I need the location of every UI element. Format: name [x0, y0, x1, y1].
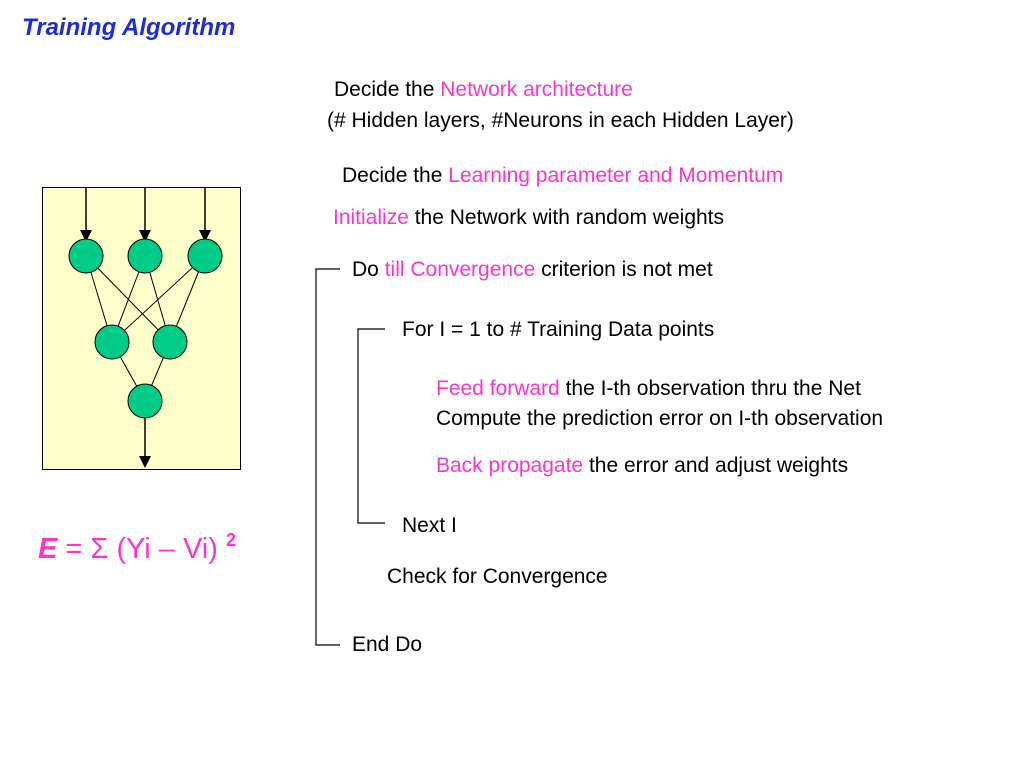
- step-text: the Network with random weights: [408, 206, 725, 229]
- step-text: the error and adjust weights: [583, 454, 849, 477]
- step-learning-parameter: Decide the Learning parameter and Moment…: [342, 164, 783, 188]
- step-compute-error: Compute the prediction error on I-th obs…: [436, 407, 884, 430]
- step-do-loop: Do till Convergence criterion is not met: [352, 258, 713, 282]
- network-diagram-panel: [42, 187, 241, 470]
- step-text: Decide the: [342, 164, 449, 187]
- step-check-convergence: Check for Convergence: [387, 565, 608, 588]
- error-formula: E = Σ (Yi – Vi) 2: [38, 530, 236, 566]
- step-highlight: Network architecture: [440, 78, 633, 101]
- formula-body: = Σ (Yi – Vi): [57, 533, 226, 565]
- step-highlight: till Convergence: [384, 258, 536, 281]
- step-next-i: Next I: [402, 514, 457, 537]
- page-title: Training Algorithm: [22, 14, 236, 41]
- step-highlight: Feed forward: [436, 377, 560, 400]
- step-end-do: End Do: [352, 633, 423, 656]
- step-highlight: Learning parameter and Momentum: [448, 164, 784, 187]
- step-network-architecture-note: (# Hidden layers, #Neurons in each Hidde…: [327, 109, 794, 132]
- step-text: the I-th observation thru the Net: [559, 377, 861, 400]
- for-loop-bracket: [357, 328, 385, 524]
- step-text: criterion is not met: [535, 258, 713, 281]
- formula-power: 2: [225, 530, 236, 550]
- do-loop-bracket: [315, 268, 340, 646]
- step-network-architecture: Decide the Network architecture: [334, 78, 633, 102]
- step-highlight: Back propagate: [436, 454, 584, 477]
- step-back-propagate: Back propagate the error and adjust weig…: [436, 454, 848, 478]
- step-highlight: Initialize: [333, 206, 409, 229]
- step-initialize: Initialize the Network with random weigh…: [333, 206, 724, 230]
- loop-brackets: [315, 268, 385, 646]
- step-feed-forward: Feed forward the I-th observation thru t…: [436, 377, 861, 401]
- formula-symbol: E: [38, 533, 58, 565]
- step-text: Do: [352, 258, 385, 281]
- step-for-loop: For I = 1 to # Training Data points: [402, 318, 715, 341]
- step-text: Decide the: [334, 78, 441, 101]
